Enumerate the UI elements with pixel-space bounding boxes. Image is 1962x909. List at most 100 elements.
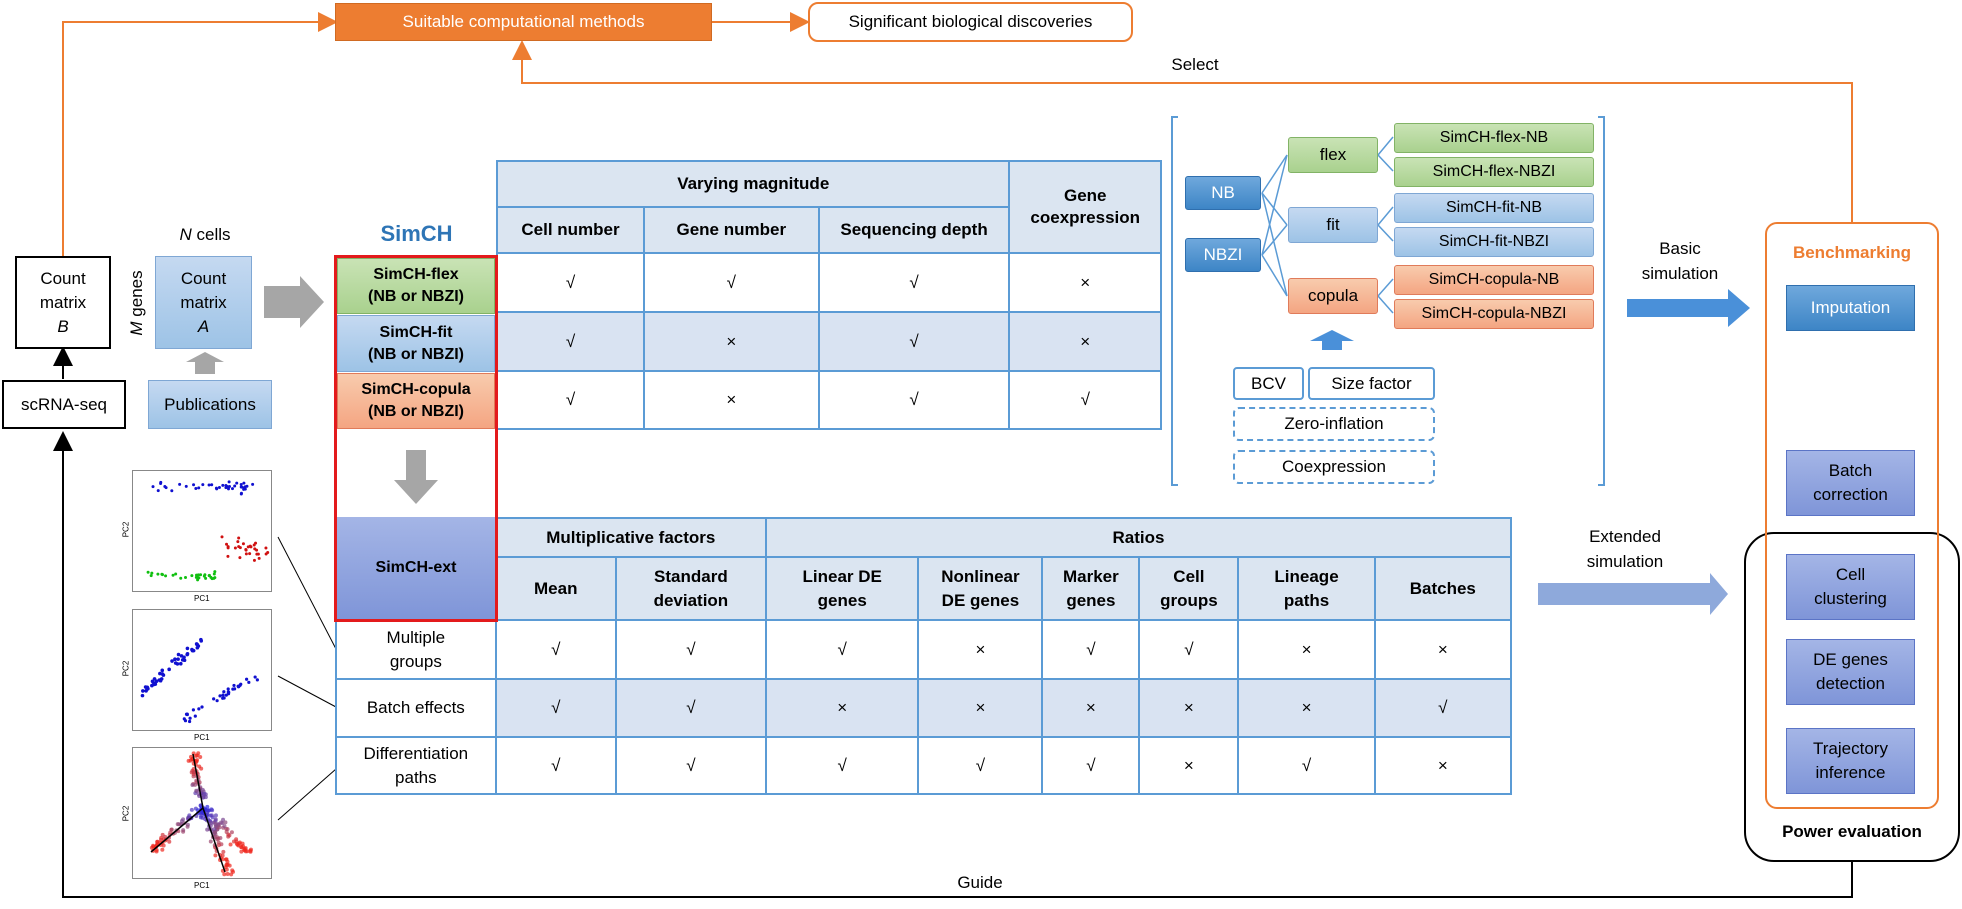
scatter-point (159, 482, 163, 486)
scatter-point (224, 863, 229, 868)
table2-group-ratios: Ratios (764, 517, 1513, 558)
scatter-point (245, 849, 250, 854)
scatter-point (208, 839, 213, 844)
output-label: SimCH-fit-NBZI (1438, 233, 1550, 250)
scatter-point (185, 652, 189, 657)
table-cell: √ (496, 311, 645, 372)
de-detection-box: DE genes detection (1786, 639, 1915, 705)
scatter-batch-points (140, 637, 259, 724)
scatter-point (209, 813, 214, 818)
row-label-line: Multiple (386, 627, 446, 647)
publications-box: Publications (148, 380, 272, 429)
count-b-line1: Count (40, 268, 86, 288)
scatter-point (151, 485, 155, 489)
scatter-point (150, 683, 154, 688)
scatter-point (182, 717, 186, 721)
scatter-point (145, 685, 150, 690)
scatter-point (218, 694, 222, 698)
n-cells-text: cells (191, 225, 231, 244)
scatter-point (188, 716, 192, 720)
scatter-point (197, 486, 201, 490)
scatter-point (207, 483, 211, 487)
grey-arrow-up (186, 352, 224, 374)
col-line: deviation (653, 590, 729, 610)
extended-line1: Extended (1589, 527, 1661, 546)
scatter-point (252, 558, 256, 562)
basic-sim-label: Basic simulation (1625, 236, 1735, 286)
table-cell: × (917, 619, 1044, 680)
table-cell: √ (917, 736, 1044, 795)
coexp-up-arrow (1310, 330, 1354, 350)
table-cell: √ (1138, 619, 1240, 680)
col-line: Marker (1063, 566, 1119, 586)
scatter-point (227, 863, 232, 868)
scatter-point (189, 754, 194, 759)
methods-label: Suitable computational methods (402, 12, 645, 31)
table-cell: × (642, 370, 820, 430)
scatter-point (241, 542, 245, 546)
scatter-point (257, 556, 261, 560)
table2-col-sd: Standard deviation (614, 556, 767, 621)
table-row: √ × √ × (496, 311, 1162, 372)
scatter-point (164, 574, 168, 578)
scatter-point (231, 839, 236, 844)
flex-label: flex (1319, 145, 1347, 164)
scatter-point (222, 690, 226, 694)
scatter-point (194, 788, 199, 793)
col-line: Standard (654, 566, 728, 586)
scatter-point (228, 842, 233, 847)
scatter-paths-x: PC1 (194, 881, 210, 890)
scatter-point (190, 574, 194, 578)
flow-line-b-to-methods (62, 12, 338, 256)
n-cells-label: N cells (160, 222, 250, 248)
table-cell: × (1138, 678, 1240, 738)
col-line: genes (817, 590, 867, 610)
scatter-point (213, 570, 217, 574)
trajectory-line (202, 807, 226, 873)
col-line: Batches (1409, 578, 1476, 598)
coexpression-label: Coexpression (1282, 457, 1386, 476)
coexpression-box: Coexpression (1233, 450, 1435, 484)
scatter-point (149, 845, 154, 850)
table-cell: √ (1041, 736, 1141, 795)
scatter-point (242, 487, 246, 491)
scatter-groups: PC2 PC1 (118, 470, 278, 605)
gene-coexp-line1: Gene (1063, 186, 1107, 205)
table1-header-row1: Varying magnitude Gene coexpression (495, 160, 1162, 254)
m-genes-text: genes (127, 270, 146, 322)
row-label-line: groups (389, 651, 442, 671)
table1-gene-coexp-header: Gene coexpression (1008, 160, 1162, 254)
scatter-point (197, 576, 201, 580)
table-row: Batch effects √ √ × × × × × √ (335, 678, 1513, 738)
scatter-paths-points (149, 751, 253, 877)
table-cell: √ (1237, 736, 1376, 795)
scatter-point (213, 822, 218, 827)
scatter-point (264, 546, 268, 550)
scatter-point (253, 675, 257, 679)
scatter-point (193, 714, 197, 718)
scatter-point (248, 847, 253, 852)
scatter-point (187, 719, 192, 724)
col-line: Lineage (1274, 566, 1339, 586)
extended-sim-arrow (1538, 573, 1728, 615)
scatter-point (207, 573, 211, 577)
scatter-point (233, 546, 237, 550)
cluster-line1: Cell (1835, 565, 1866, 584)
scatter-point (215, 699, 219, 703)
scatter-point (194, 575, 198, 579)
model-bracket-right (1598, 116, 1605, 486)
link-line-paths (277, 768, 337, 821)
simch-flex-line2: (NB or NBZI) (368, 288, 464, 305)
simch-ext-table: Multiplicative factors Ratios Mean Stand… (335, 517, 1513, 795)
scatter-point (255, 678, 259, 682)
table-cell: √ (817, 311, 1011, 372)
scatter-point (239, 492, 243, 496)
row-label-groups: Multiple groups (335, 619, 497, 680)
de-line1: DE genes (1813, 650, 1888, 669)
scatter-point (245, 484, 249, 488)
scatter-point (160, 847, 165, 852)
link-line-groups (277, 536, 337, 650)
scatter-point (242, 481, 246, 485)
